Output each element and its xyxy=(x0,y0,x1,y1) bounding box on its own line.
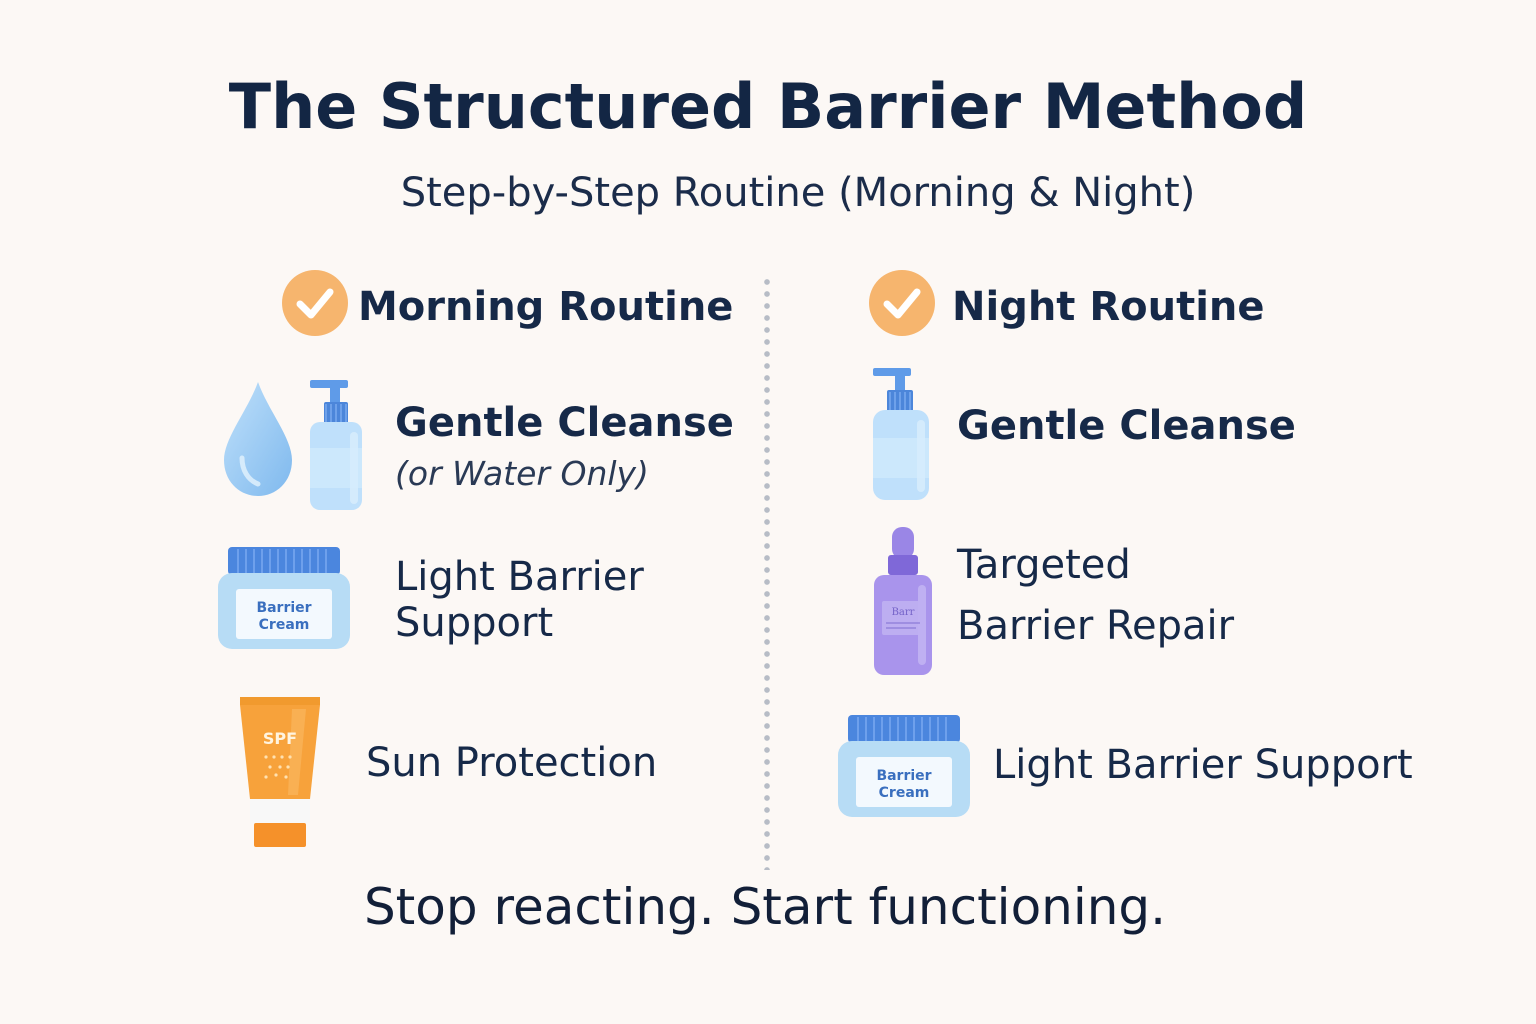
night-routine-heading: Night Routine xyxy=(952,284,1265,330)
svg-text:Barr: Barr xyxy=(892,607,915,618)
serum-dropper-bottle-icon: Barr xyxy=(872,525,934,681)
morning-step-3-title: Sun Protection xyxy=(366,740,658,786)
night-step-3-title: Light Barrier Support xyxy=(993,742,1413,788)
water-drop-icon xyxy=(220,378,296,504)
night-barrier-cream-jar-icon: Barrier Cream xyxy=(836,713,972,823)
page-title: The Structured Barrier Method xyxy=(228,70,1308,143)
page-subtitle: Step-by-Step Routine (Morning & Night) xyxy=(400,170,1196,216)
jar-label-line-1: Barrier xyxy=(876,768,931,784)
morning-step-1-subtitle: (or Water Only) xyxy=(395,454,649,493)
column-divider xyxy=(764,276,770,870)
night-step-1-title: Gentle Cleanse xyxy=(957,403,1296,449)
night-checkmark-icon xyxy=(869,270,935,336)
morning-checkmark-icon xyxy=(282,270,348,336)
jar-label-line-1: Barrier xyxy=(256,600,311,616)
morning-step-1-title: Gentle Cleanse xyxy=(395,400,734,446)
morning-routine-heading: Morning Routine xyxy=(358,284,734,330)
morning-step-2-subtitle: Support xyxy=(395,600,554,646)
morning-pump-bottle-icon xyxy=(304,378,368,516)
night-step-2-title: Targeted xyxy=(957,542,1131,588)
tagline: Stop reacting. Start functioning. xyxy=(363,878,1167,936)
jar-label-line-2: Cream xyxy=(879,785,930,801)
morning-barrier-cream-jar-icon: Barrier Cream xyxy=(216,545,352,655)
night-step-2-subtitle: Barrier Repair xyxy=(957,603,1235,649)
jar-label-line-2: Cream xyxy=(259,617,310,633)
night-pump-bottle-icon xyxy=(869,366,933,506)
sunscreen-tube-icon: SPF xyxy=(236,695,324,853)
morning-step-2-title: Light Barrier xyxy=(395,554,644,600)
spf-label: SPF xyxy=(263,729,297,748)
